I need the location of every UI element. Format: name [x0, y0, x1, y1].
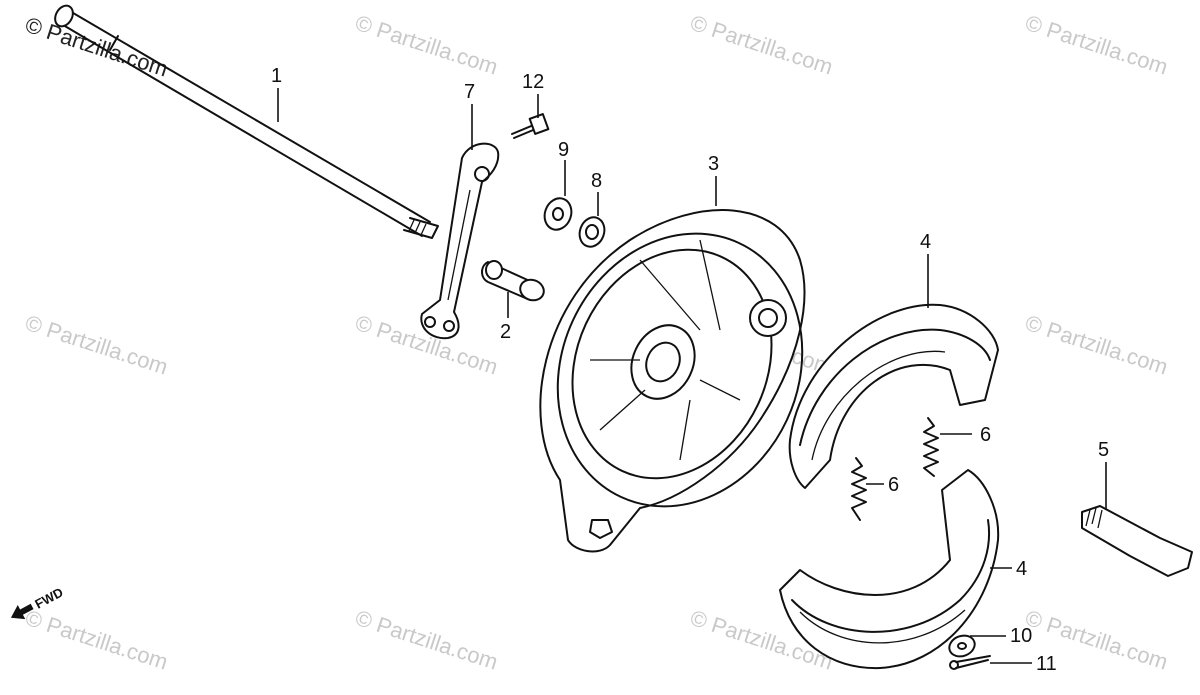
callout-7: 7 — [464, 81, 475, 103]
callout-1: 1 — [271, 65, 282, 87]
part-brake-panel — [539, 209, 806, 553]
callout-6-upper: 6 — [980, 424, 991, 446]
part-brake-arm — [420, 142, 500, 340]
callout-10: 10 — [1010, 625, 1032, 647]
part-bolt — [511, 113, 550, 139]
part-washer-small — [948, 634, 976, 658]
callout-2: 2 — [500, 321, 511, 343]
part-seal — [578, 216, 606, 248]
callout-5: 5 — [1098, 439, 1109, 461]
part-brake-shoe-upper — [788, 303, 999, 489]
callout-3: 3 — [708, 153, 719, 175]
part-cotter-pin — [949, 655, 991, 670]
callout-9: 9 — [558, 139, 569, 161]
callout-4-lower: 4 — [1016, 558, 1027, 580]
callout-11: 11 — [1036, 653, 1057, 675]
part-brake-shoe-lower — [779, 469, 1000, 670]
part-brake-cam — [1081, 505, 1193, 577]
part-spring-upper — [923, 417, 939, 477]
fwd-arrow: FWD — [10, 585, 66, 620]
part-collar — [481, 260, 545, 302]
callout-12: 12 — [522, 71, 544, 93]
part-washer — [543, 197, 573, 231]
fwd-label: FWD — [32, 585, 65, 612]
callout-6-lower: 6 — [888, 474, 899, 496]
part-spring-lower — [851, 457, 867, 521]
leader-lines — [277, 88, 1107, 664]
arrow-left-icon — [10, 603, 34, 620]
part-axle-rod — [54, 4, 439, 239]
callout-8: 8 — [591, 170, 602, 192]
callout-4-upper: 4 — [920, 231, 931, 253]
